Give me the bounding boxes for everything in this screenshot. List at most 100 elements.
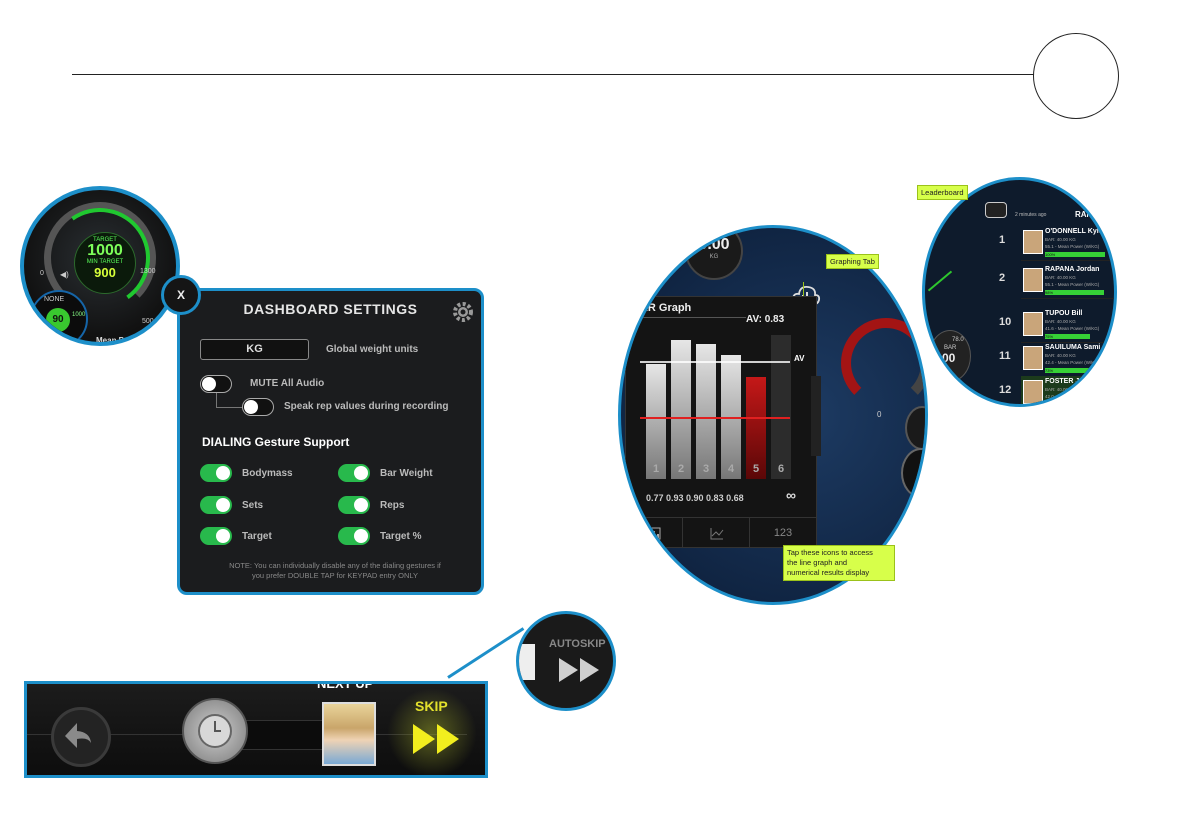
ranking-position: 2	[999, 272, 1006, 284]
mini-dial-value: 90	[46, 308, 70, 332]
athlete-bar-weight: BAR: 40.00 KG	[1045, 237, 1076, 242]
athlete-avatar	[1023, 312, 1043, 336]
skip-label: SKIP	[415, 698, 448, 714]
avatar-edge	[519, 644, 535, 680]
bodymass-toggle[interactable]	[200, 464, 232, 482]
line-graph-tab[interactable]	[683, 518, 750, 548]
athlete-name: FOSTER Jake	[1045, 378, 1091, 385]
autoskip-icon[interactable]	[557, 656, 603, 684]
note-line-1: NOTE: You can individually disable any o…	[229, 561, 441, 570]
athlete-bar-weight: BAR: 40.00 KG	[1045, 387, 1076, 392]
rest-timer-button[interactable]	[182, 698, 248, 764]
next-athlete-avatar[interactable]	[322, 702, 376, 766]
timer-dial[interactable]	[901, 448, 925, 498]
weight-dial-value: 0.00	[698, 236, 730, 253]
athlete-bar-weight: BAR: 40.00 KG	[1045, 353, 1076, 358]
athlete-avatar	[1023, 230, 1043, 254]
ranking-position: 1	[999, 234, 1006, 246]
bar-weight-label: Bar Weight	[380, 468, 433, 479]
settings-note: NOTE: You can individually disable any o…	[200, 561, 470, 581]
bar-graph-tab[interactable]	[626, 518, 683, 548]
rep-number-3: 3	[702, 463, 710, 475]
volume-dial[interactable]	[905, 406, 925, 450]
autoskip-zoom-circle: AUTOSKIP	[516, 611, 616, 711]
target-label: Target	[242, 531, 272, 542]
scale-max: 1300	[140, 268, 156, 275]
athlete-progress-bar: 100%	[1045, 252, 1105, 257]
graphing-tab-pointer	[803, 282, 804, 296]
graphing-tab-callout-text: Graphing Tab	[826, 254, 879, 269]
leaderboard-icon[interactable]	[985, 202, 1007, 218]
undo-button[interactable]	[51, 707, 111, 767]
target-value: 1000	[87, 242, 123, 259]
side-gauge-label: BAR	[944, 345, 957, 351]
numeric-results-tab[interactable]: 123	[773, 527, 793, 539]
infinity-symbol: ∞	[786, 487, 796, 503]
icons-callout-line-3: numerical results display	[787, 568, 870, 577]
bodymass-label: Bodymass	[242, 468, 293, 479]
av-marker: AV	[794, 354, 805, 363]
athlete-avatar	[1023, 380, 1043, 404]
sets-toggle[interactable]	[200, 496, 232, 514]
athlete-avatar	[1023, 268, 1043, 292]
athlete-mean-power: 42.0 - Mean Power (W/KG)	[1045, 394, 1100, 399]
rep-bar-4[interactable]	[721, 354, 741, 479]
ranking-position: 10	[999, 316, 1012, 328]
autoskip-callout-line	[447, 627, 525, 679]
weight-unit-selector[interactable]: KG	[200, 339, 309, 360]
speak-rep-toggle[interactable]	[242, 398, 274, 416]
gauge-target-readout[interactable]: TARGET 1000 MIN TARGET 900	[74, 232, 136, 294]
workout-control-bar: NEXT UP SKIP	[24, 681, 488, 778]
rep-bar-3[interactable]	[696, 344, 716, 479]
rep-bar-2[interactable]	[671, 339, 691, 479]
speaker-icon: ◀)	[60, 270, 69, 279]
athlete-progress-bar: 73%	[1045, 368, 1089, 373]
next-up-label: NEXT UP	[317, 681, 374, 691]
rep-bar-5[interactable]	[746, 377, 766, 479]
gauge-arc	[44, 202, 156, 314]
athlete-mean-power: 55.1 - Mean Power (W/KG)	[1045, 244, 1100, 249]
graph-type-tabs: 123	[626, 517, 816, 548]
side-value: 500	[142, 318, 154, 325]
updated-time: 2 minutes ago	[1015, 212, 1047, 218]
ranking-position: 11	[999, 350, 1011, 362]
weight-dial[interactable]: 0.00 KG	[685, 228, 743, 280]
av-line	[640, 361, 790, 363]
gear-icon[interactable]	[450, 299, 476, 325]
weight-unit-label: Global weight units	[326, 344, 419, 355]
speak-rep-label: Speak rep values during recording	[284, 401, 449, 412]
icons-callout: Tap these icons to access the line graph…	[783, 545, 895, 581]
athlete-name: RAPANA Jordan	[1045, 266, 1100, 273]
skip-forward-icon[interactable]	[411, 722, 463, 756]
weight-dial-unit: KG	[709, 254, 719, 260]
target-percent-toggle[interactable]	[338, 527, 370, 545]
rep-number-6: 6	[777, 463, 785, 475]
header-rule	[72, 74, 1036, 75]
leaderboard-callout-text: Leaderboard	[917, 185, 968, 200]
power-gauge-zero: 0	[877, 410, 882, 419]
rep-number-1: 1	[652, 463, 660, 475]
graph-side-handle[interactable]	[811, 376, 821, 456]
side-gauge-value: 78.0	[952, 337, 964, 343]
rep-bar-1[interactable]	[646, 363, 666, 479]
bar-weight-toggle[interactable]	[338, 464, 370, 482]
gauge-zoom-circle: TARGET 1000 MIN TARGET 900 0 1300 500 ◀)…	[20, 186, 180, 346]
undo-arrow-icon	[65, 723, 91, 748]
reps-toggle[interactable]	[338, 496, 370, 514]
mute-audio-toggle[interactable]	[200, 375, 232, 393]
page-number-circle	[1033, 33, 1119, 119]
mini-dial[interactable]: NONE 90 1000 1410	[30, 290, 88, 342]
rep-bar-6[interactable]	[771, 335, 791, 479]
close-settings-button[interactable]: X	[161, 275, 201, 315]
mini-dial-label: NONE	[44, 296, 65, 303]
target-toggle[interactable]	[200, 527, 232, 545]
